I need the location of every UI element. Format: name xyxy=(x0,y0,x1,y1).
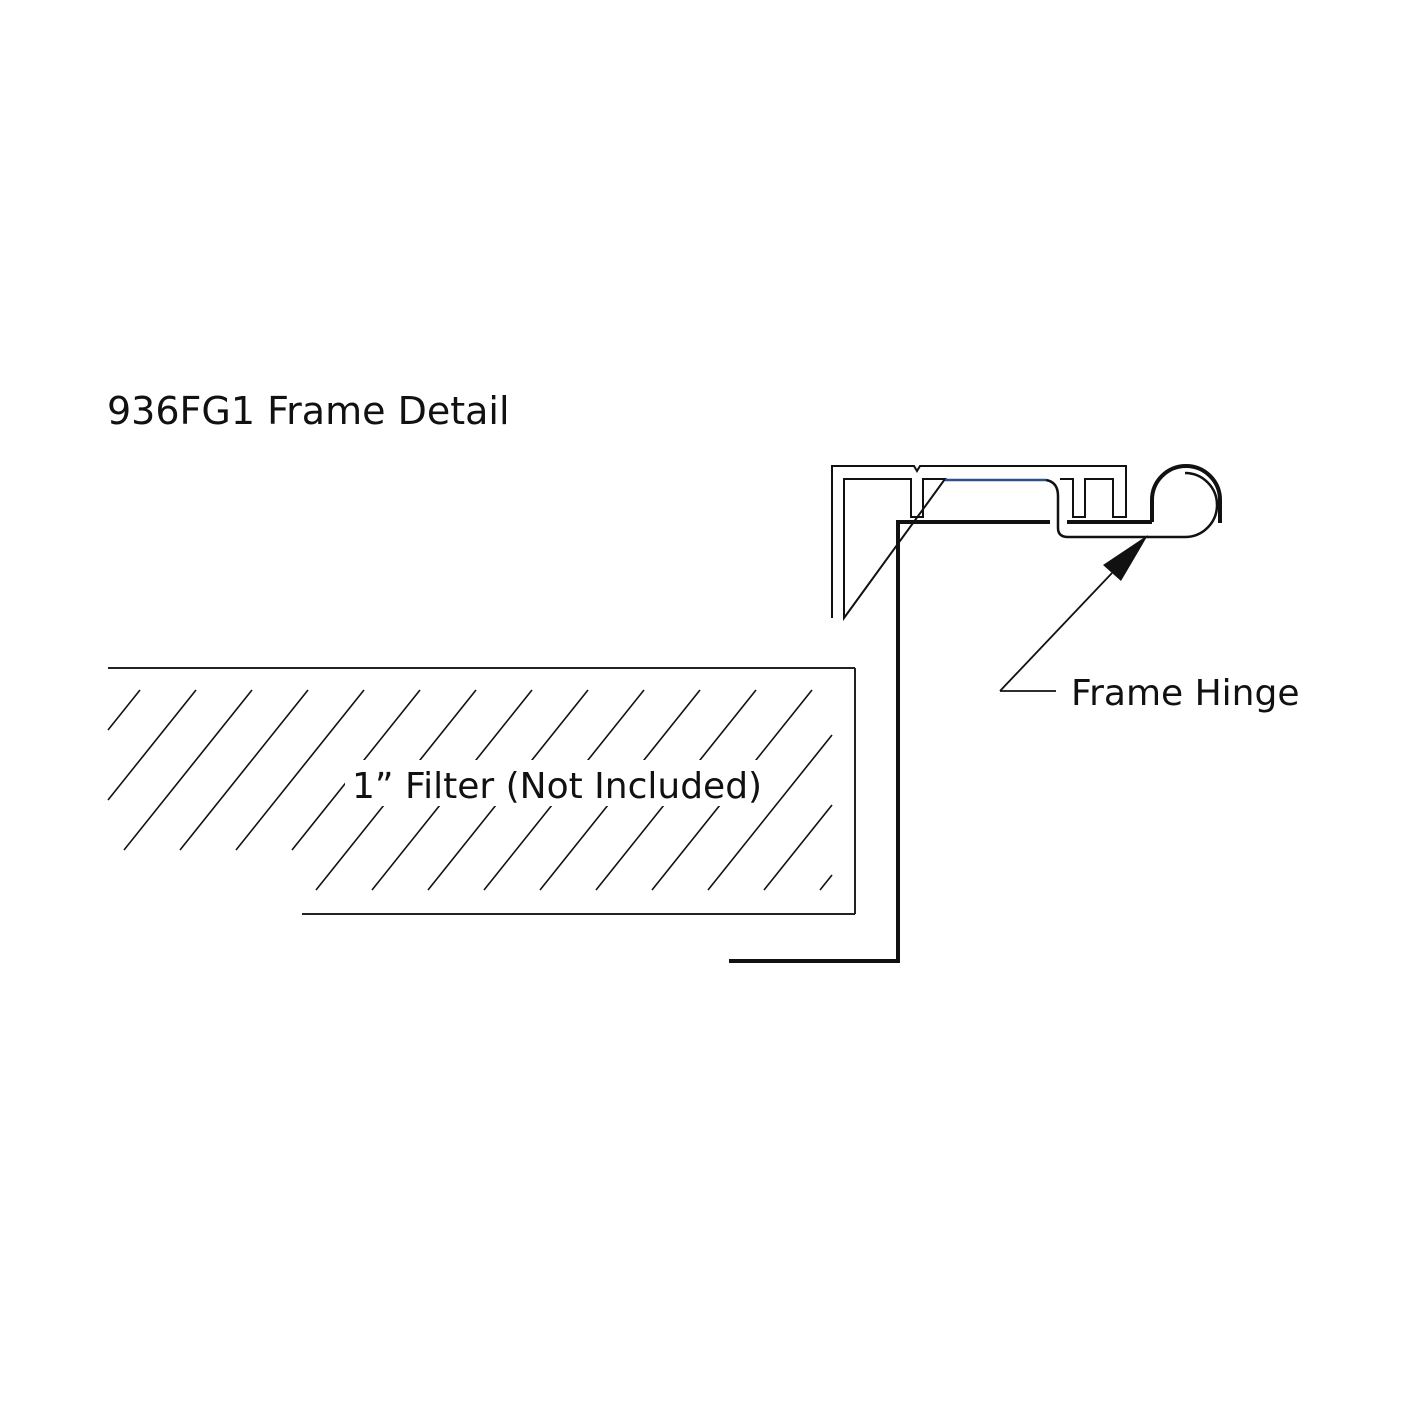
hatch-line xyxy=(819,874,833,891)
sheet-metal-l xyxy=(729,520,1050,963)
hatch-line xyxy=(179,689,309,851)
hatch-line xyxy=(123,689,253,851)
filter-label-backdrop xyxy=(345,760,765,806)
hinge-body xyxy=(1045,471,1219,539)
hatch-line xyxy=(235,689,365,851)
hinge-hook xyxy=(1150,464,1222,523)
drawing-title: 936FG1 Frame Detail xyxy=(107,389,510,433)
filter-block xyxy=(108,667,856,915)
hinge-label: Frame Hinge xyxy=(1071,673,1300,714)
hatch-line xyxy=(107,689,141,731)
hatch-line xyxy=(107,689,197,801)
frame-profile xyxy=(831,465,1127,622)
hatch-line xyxy=(707,734,833,891)
hinge-leader-arrow xyxy=(999,535,1148,692)
hatch-line xyxy=(763,804,833,891)
filter-label: 1” Filter (Not Included) xyxy=(352,766,762,807)
